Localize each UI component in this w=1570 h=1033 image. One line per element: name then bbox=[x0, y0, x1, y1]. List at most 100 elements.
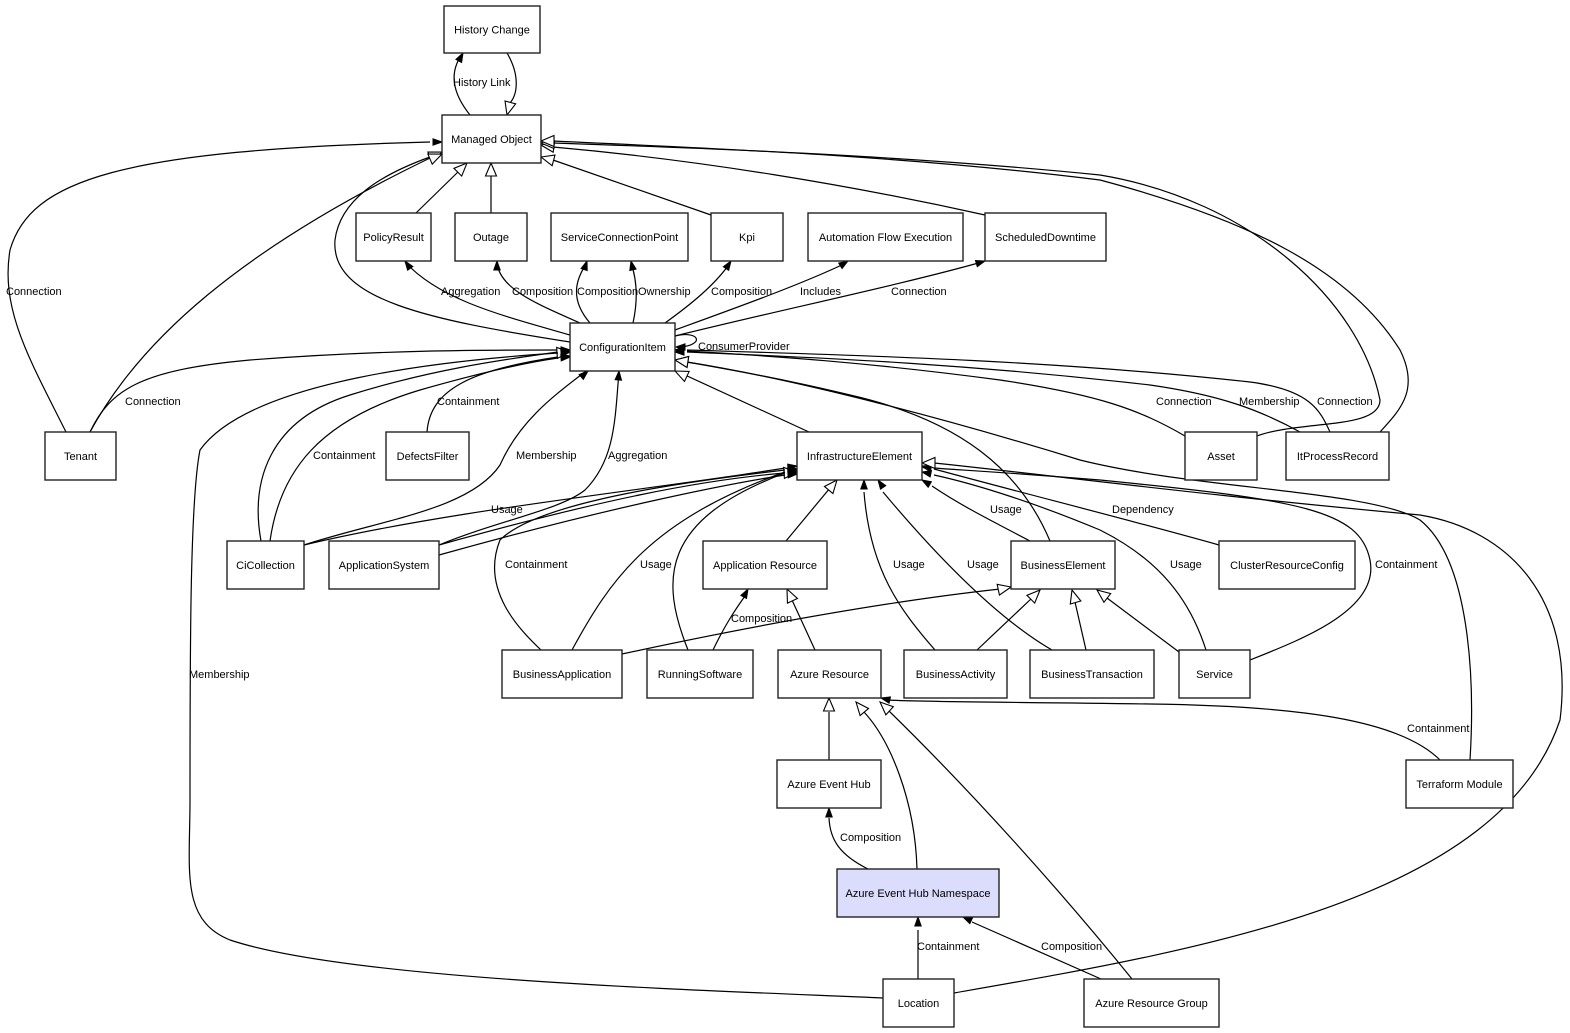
node-box[interactable] bbox=[328, 540, 440, 590]
node-box[interactable] bbox=[984, 212, 1107, 262]
node-label: RunningSoftware bbox=[658, 669, 742, 681]
node-managed-object[interactable]: Managed Object bbox=[441, 114, 542, 164]
node-box[interactable] bbox=[903, 649, 1008, 699]
edge-label: Connection bbox=[891, 286, 947, 298]
node-box[interactable] bbox=[385, 431, 470, 481]
node-box[interactable] bbox=[501, 649, 623, 699]
node-box[interactable] bbox=[776, 759, 882, 809]
node-business-activity[interactable]: BusinessActivity bbox=[903, 649, 1008, 699]
filled-arrowhead-icon bbox=[860, 478, 868, 490]
edge-label: Includes bbox=[800, 286, 841, 298]
inheritance-connector-line bbox=[976, 597, 1033, 651]
node-application-system[interactable]: ApplicationSystem bbox=[328, 540, 440, 590]
node-label: ClusterResourceConfig bbox=[1230, 560, 1344, 572]
node-box[interactable] bbox=[454, 212, 528, 262]
hollow-triangle-arrowhead-icon bbox=[504, 100, 517, 117]
association-connector-line bbox=[7, 141, 431, 433]
edge-application-resource-to-infrastructure-element bbox=[785, 478, 838, 542]
node-cluster-resource-config[interactable]: ClusterResourceConfig bbox=[1218, 540, 1356, 590]
node-box[interactable] bbox=[710, 212, 784, 262]
hollow-triangle-arrowhead-icon bbox=[1095, 589, 1112, 604]
node-outage[interactable]: Outage bbox=[454, 212, 528, 262]
node-business-transaction[interactable]: BusinessTransaction bbox=[1029, 649, 1155, 699]
node-running-software[interactable]: RunningSoftware bbox=[646, 649, 754, 699]
edge-policy-result-to-managed-object bbox=[415, 162, 468, 214]
node-box[interactable] bbox=[1178, 649, 1251, 699]
node-scheduled-downtime[interactable]: ScheduledDowntime bbox=[984, 212, 1107, 262]
edge-label: Connection bbox=[125, 396, 181, 408]
node-box[interactable] bbox=[1184, 431, 1258, 481]
edge-kpi-to-managed-object bbox=[539, 154, 712, 216]
node-box[interactable] bbox=[777, 649, 882, 699]
node-box[interactable] bbox=[1083, 978, 1220, 1028]
node-box[interactable] bbox=[1405, 759, 1514, 809]
association-connector-line bbox=[971, 921, 1102, 980]
node-business-application[interactable]: BusinessApplication bbox=[501, 649, 623, 699]
node-label: Azure Event Hub Namespace bbox=[846, 888, 991, 900]
edge-label: Composition bbox=[577, 286, 638, 298]
node-location[interactable]: Location bbox=[882, 978, 955, 1028]
node-tenant[interactable]: Tenant bbox=[44, 431, 117, 481]
node-configuration-item[interactable]: ConfigurationItem bbox=[569, 322, 676, 372]
inheritance-connector-line bbox=[621, 588, 1001, 655]
node-service[interactable]: Service bbox=[1178, 649, 1251, 699]
node-box[interactable] bbox=[646, 649, 754, 699]
edge-azure-event-hub-namespace-to-azure-event-hub: Composition bbox=[825, 806, 901, 870]
filled-arrowhead-icon bbox=[877, 478, 887, 491]
hollow-triangle-arrowhead-icon bbox=[673, 355, 690, 369]
node-kpi[interactable]: Kpi bbox=[710, 212, 784, 262]
node-box[interactable] bbox=[882, 978, 955, 1028]
node-label: Outage bbox=[473, 232, 509, 244]
node-azure-event-hub-namespace[interactable]: Azure Event Hub Namespace bbox=[836, 868, 1000, 918]
node-azure-resource-group[interactable]: Azure Resource Group bbox=[1083, 978, 1220, 1028]
node-box[interactable] bbox=[702, 540, 828, 590]
node-defects-filter[interactable]: DefectsFilter bbox=[385, 431, 470, 481]
node-history-change[interactable]: History Change bbox=[443, 5, 541, 54]
node-box[interactable] bbox=[1029, 649, 1155, 699]
edge-label: Usage bbox=[1170, 559, 1202, 571]
association-connector-line bbox=[404, 261, 571, 336]
node-terraform-module[interactable]: Terraform Module bbox=[1405, 759, 1514, 809]
node-box[interactable] bbox=[796, 431, 923, 481]
node-box[interactable] bbox=[1010, 540, 1116, 590]
node-box[interactable] bbox=[1285, 431, 1390, 481]
node-application-resource[interactable]: Application Resource bbox=[702, 540, 828, 590]
filled-arrowhead-icon bbox=[404, 259, 414, 272]
filled-arrowhead-icon bbox=[837, 260, 850, 270]
node-business-element[interactable]: BusinessElement bbox=[1010, 540, 1116, 590]
node-infrastructure-element[interactable]: InfrastructureElement bbox=[796, 431, 923, 481]
node-azure-resource[interactable]: Azure Resource bbox=[777, 649, 882, 699]
filled-arrowhead-icon bbox=[629, 259, 637, 272]
node-box[interactable] bbox=[1218, 540, 1356, 590]
hollow-triangle-arrowhead-icon bbox=[539, 154, 556, 167]
node-box[interactable] bbox=[355, 212, 432, 262]
edge-tenant-to-configuration-item: Connection bbox=[89, 346, 572, 433]
edge-label: History Link bbox=[453, 77, 511, 89]
edge-location-to-configuration-item: Membership bbox=[188, 348, 884, 999]
node-box[interactable] bbox=[443, 5, 541, 54]
node-asset[interactable]: Asset bbox=[1184, 431, 1258, 481]
node-box[interactable] bbox=[836, 868, 1000, 918]
node-box[interactable] bbox=[441, 114, 542, 164]
node-it-process-record[interactable]: ItProcessRecord bbox=[1285, 431, 1390, 481]
hollow-triangle-arrowhead-icon bbox=[673, 370, 690, 383]
edge-infrastructure-element-to-configuration-item bbox=[673, 370, 810, 433]
node-box[interactable] bbox=[569, 322, 676, 372]
filled-arrowhead-icon bbox=[578, 370, 590, 381]
node-label: ConfigurationItem bbox=[579, 342, 666, 354]
node-box[interactable] bbox=[44, 431, 117, 481]
edge-label: Containment bbox=[1375, 559, 1437, 571]
node-box[interactable] bbox=[226, 540, 305, 590]
hollow-triangle-arrowhead-icon bbox=[822, 696, 836, 712]
node-automation-flow-execution[interactable]: Automation Flow Execution bbox=[807, 212, 964, 262]
node-box[interactable] bbox=[807, 212, 964, 262]
edge-label: Membership bbox=[189, 669, 250, 681]
association-connector-line bbox=[674, 334, 698, 348]
node-policy-result[interactable]: PolicyResult bbox=[355, 212, 432, 262]
node-box[interactable] bbox=[550, 212, 689, 262]
node-service-connection-point[interactable]: ServiceConnectionPoint bbox=[550, 212, 689, 262]
edge-label: Aggregation bbox=[608, 450, 667, 462]
node-azure-event-hub[interactable]: Azure Event Hub bbox=[776, 759, 882, 809]
inheritance-connector-line bbox=[438, 472, 786, 546]
node-ci-collection[interactable]: CiCollection bbox=[226, 540, 305, 590]
